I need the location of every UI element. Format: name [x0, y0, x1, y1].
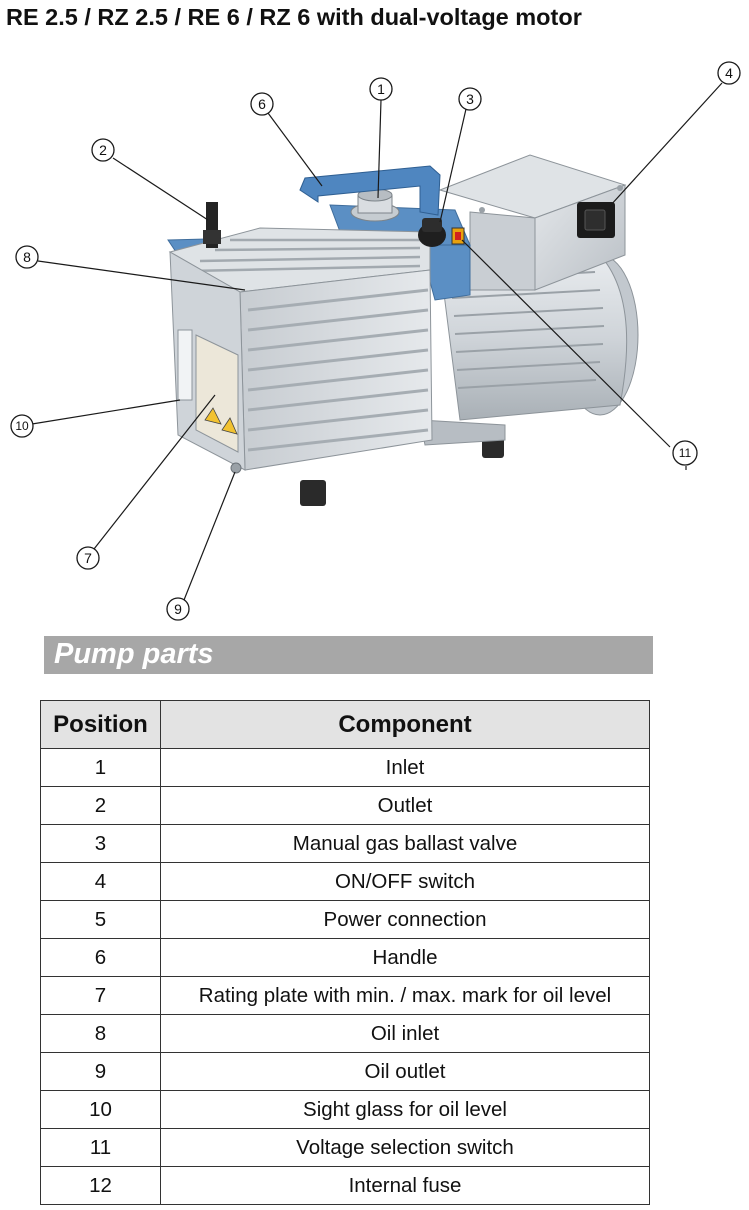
pump-figure: 1 2 3 4 6 8 10 7 9 11: [0, 40, 749, 630]
callout-10: 10: [15, 419, 29, 433]
switch-box-front: [469, 211, 536, 291]
position-cell: 5: [40, 900, 161, 939]
component-cell: ON/OFF switch: [160, 862, 650, 901]
component-cell: Internal fuse: [160, 1166, 650, 1205]
callout-3: 3: [466, 91, 474, 107]
vacuum-pump-illustration: 1 2 3 4 6 8 10 7 9 11: [10, 61, 741, 621]
component-cell: Outlet: [160, 786, 650, 825]
outlet-nozzle-ring: [203, 230, 221, 244]
on-off-rocker: [584, 209, 606, 231]
gas-ballast-knob: [422, 218, 442, 232]
section-title: Pump parts: [54, 638, 214, 670]
position-cell: 2: [40, 786, 161, 825]
position-cell: 3: [40, 824, 161, 863]
callout-8: 8: [23, 249, 31, 265]
page-title: RE 2.5 / RZ 2.5 / RE 6 / RZ 6 with dual-…: [6, 4, 582, 30]
callout-11: 11: [679, 446, 692, 460]
column-header-component: Component: [160, 700, 650, 749]
position-cell: 6: [40, 938, 161, 977]
component-cell: Manual gas ballast valve: [160, 824, 650, 863]
component-cell: Inlet: [160, 748, 650, 787]
callout-4: 4: [725, 65, 733, 81]
section-header-bar: Pump parts: [44, 636, 653, 674]
callout-1: 1: [377, 81, 385, 97]
callout-6: 6: [258, 96, 266, 112]
component-cell: Power connection: [160, 900, 650, 939]
screw: [479, 207, 485, 213]
position-cell: 7: [40, 976, 161, 1015]
position-cell: 12: [40, 1166, 161, 1205]
warning-triangle: [204, 407, 222, 425]
position-cell: 10: [40, 1090, 161, 1129]
component-cell: Sight glass for oil level: [160, 1090, 650, 1129]
component-cell: Voltage selection switch: [160, 1128, 650, 1167]
warning-triangle: [221, 417, 238, 435]
callout-2: 2: [99, 142, 107, 158]
position-cell: 11: [40, 1128, 161, 1167]
table-header-row: Position Component: [40, 700, 650, 749]
column-header-position: Position: [40, 700, 161, 749]
position-cell: 9: [40, 1052, 161, 1091]
callout-numbers: 1 2 3 4 6 8 10 7 9 11: [15, 65, 733, 617]
handle: [299, 165, 441, 216]
component-cell: Oil inlet: [160, 1014, 650, 1053]
top-fins: [189, 238, 421, 273]
callout-7: 7: [84, 550, 92, 566]
callout-circles: [10, 61, 741, 621]
motor-fins: [449, 271, 605, 389]
component-cell: Rating plate with min. / max. mark for o…: [160, 976, 650, 1015]
component-cell: Oil outlet: [160, 1052, 650, 1091]
pump-foot: [300, 480, 326, 506]
position-cell: 8: [40, 1014, 161, 1053]
motor-base: [419, 419, 506, 446]
callout-9: 9: [174, 601, 182, 617]
position-cell: 1: [40, 748, 161, 787]
leader-lines: [31, 82, 723, 601]
oil-outlet-plug: [230, 462, 242, 474]
voltage-switch-red: [455, 232, 461, 240]
screw: [617, 185, 623, 191]
sight-glass: [177, 329, 193, 401]
position-cell: 4: [40, 862, 161, 901]
side-fins: [247, 288, 429, 452]
component-cell: Handle: [160, 938, 650, 977]
